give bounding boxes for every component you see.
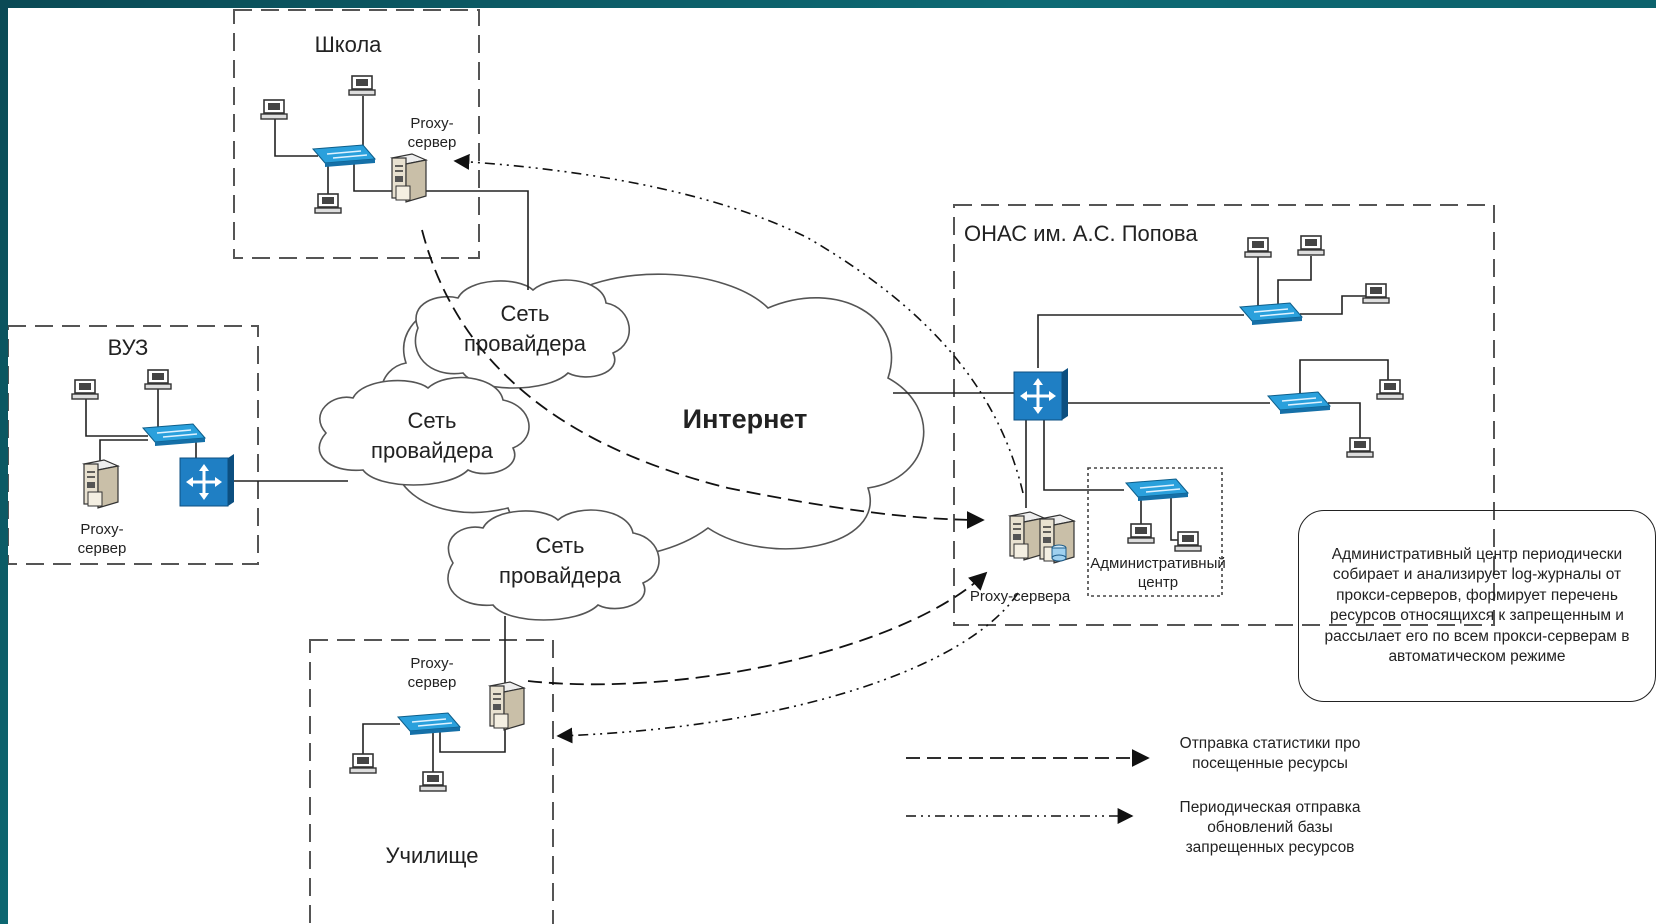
school-proxy-server-icon: [391, 153, 427, 203]
university-pc-icon: [71, 379, 99, 400]
stats-arrow-college: [527, 571, 988, 686]
network-diagram: Школа Proxy- сервер ВУЗ Proxy- сервер Pr…: [8, 9, 1495, 924]
onas-pc-icon: [1376, 379, 1404, 400]
provider-label-c: Сеть: [536, 533, 585, 558]
stats-arrow-school: [421, 229, 985, 529]
legend-stats-label: посещенные ресурсы: [1192, 755, 1348, 772]
internet-label: Интернет: [683, 404, 808, 434]
update-arrow-school: [453, 153, 1024, 494]
university-pc-icon: [144, 369, 172, 390]
admin-center-frame: [1087, 467, 1223, 597]
onas-pc-icon: [1362, 283, 1390, 304]
school-pc-icon: [314, 193, 342, 214]
college-proxy-label: сервер: [408, 674, 457, 691]
college-pc-icon: [419, 771, 447, 792]
school-title: Школа: [315, 32, 383, 57]
legend-updates-label: Периодическая отправка: [1180, 799, 1361, 816]
provider-label-b: провайдера: [371, 438, 494, 463]
university-proxy-label: сервер: [78, 540, 127, 557]
college-frame: [309, 639, 554, 924]
university-proxy-label: Proxy-: [80, 521, 123, 538]
onas-pc-icon: [1346, 437, 1374, 458]
college-pc-icon: [349, 753, 377, 774]
admin-center-label: Административный: [1090, 555, 1226, 572]
database-icon: [1051, 544, 1067, 562]
onas-switch-icon: [1239, 302, 1303, 326]
college-proxy-server-icon: [489, 681, 525, 731]
provider-cloud-b: [318, 376, 530, 486]
school-pc-icon: [348, 75, 376, 96]
legend-stats-label: Отправка статистики про: [1180, 735, 1361, 752]
admin-pc-icon: [1174, 531, 1202, 552]
admin-center-note: Административный центр периодически соби…: [1298, 510, 1656, 702]
school-switch-icon: [312, 144, 376, 168]
onas-proxy-server-icon: [1009, 511, 1045, 561]
school-proxy-label: сервер: [408, 134, 457, 151]
provider-label-a: Сеть: [501, 301, 550, 326]
onas-frame: [953, 204, 1495, 626]
diagram-canvas: Школа Proxy- сервер ВУЗ Proxy- сервер Pr…: [8, 8, 1656, 924]
admin-pc-icon: [1127, 523, 1155, 544]
university-router-icon: [178, 452, 236, 508]
school-pc-icon: [260, 99, 288, 120]
provider-label-c: провайдера: [499, 563, 622, 588]
legend-updates-label: обновлений базы: [1207, 819, 1333, 836]
provider-cloud-c: [447, 509, 660, 621]
onas-router-icon: [1012, 366, 1070, 422]
onas-pc-icon: [1297, 235, 1325, 256]
onas-switch-icon: [1267, 391, 1331, 415]
provider-label-b: Сеть: [408, 408, 457, 433]
university-title: ВУЗ: [108, 335, 149, 360]
school-proxy-label: Proxy-: [410, 115, 453, 132]
college-title: Училище: [386, 843, 479, 868]
legend-updates-label: запрещенных ресурсов: [1186, 839, 1355, 856]
provider-label-a: провайдера: [464, 331, 587, 356]
onas-pc-icon: [1244, 237, 1272, 258]
university-proxy-server-icon: [83, 459, 119, 509]
college-proxy-label: Proxy-: [410, 655, 453, 672]
update-arrow-college: [556, 592, 1019, 744]
school-frame: [233, 9, 480, 259]
admin-center-label: центр: [1138, 574, 1178, 591]
admin-switch-icon: [1125, 478, 1189, 502]
college-switch-icon: [397, 712, 461, 736]
university-frame: [8, 325, 259, 565]
onas-proxy-servers-label: Proxy-сервера: [970, 588, 1071, 605]
onas-title: ОНАС им. А.С. Попова: [964, 221, 1198, 246]
university-switch-icon: [142, 423, 206, 447]
admin-center-note-text: Административный центр периодически соби…: [1324, 545, 1630, 666]
